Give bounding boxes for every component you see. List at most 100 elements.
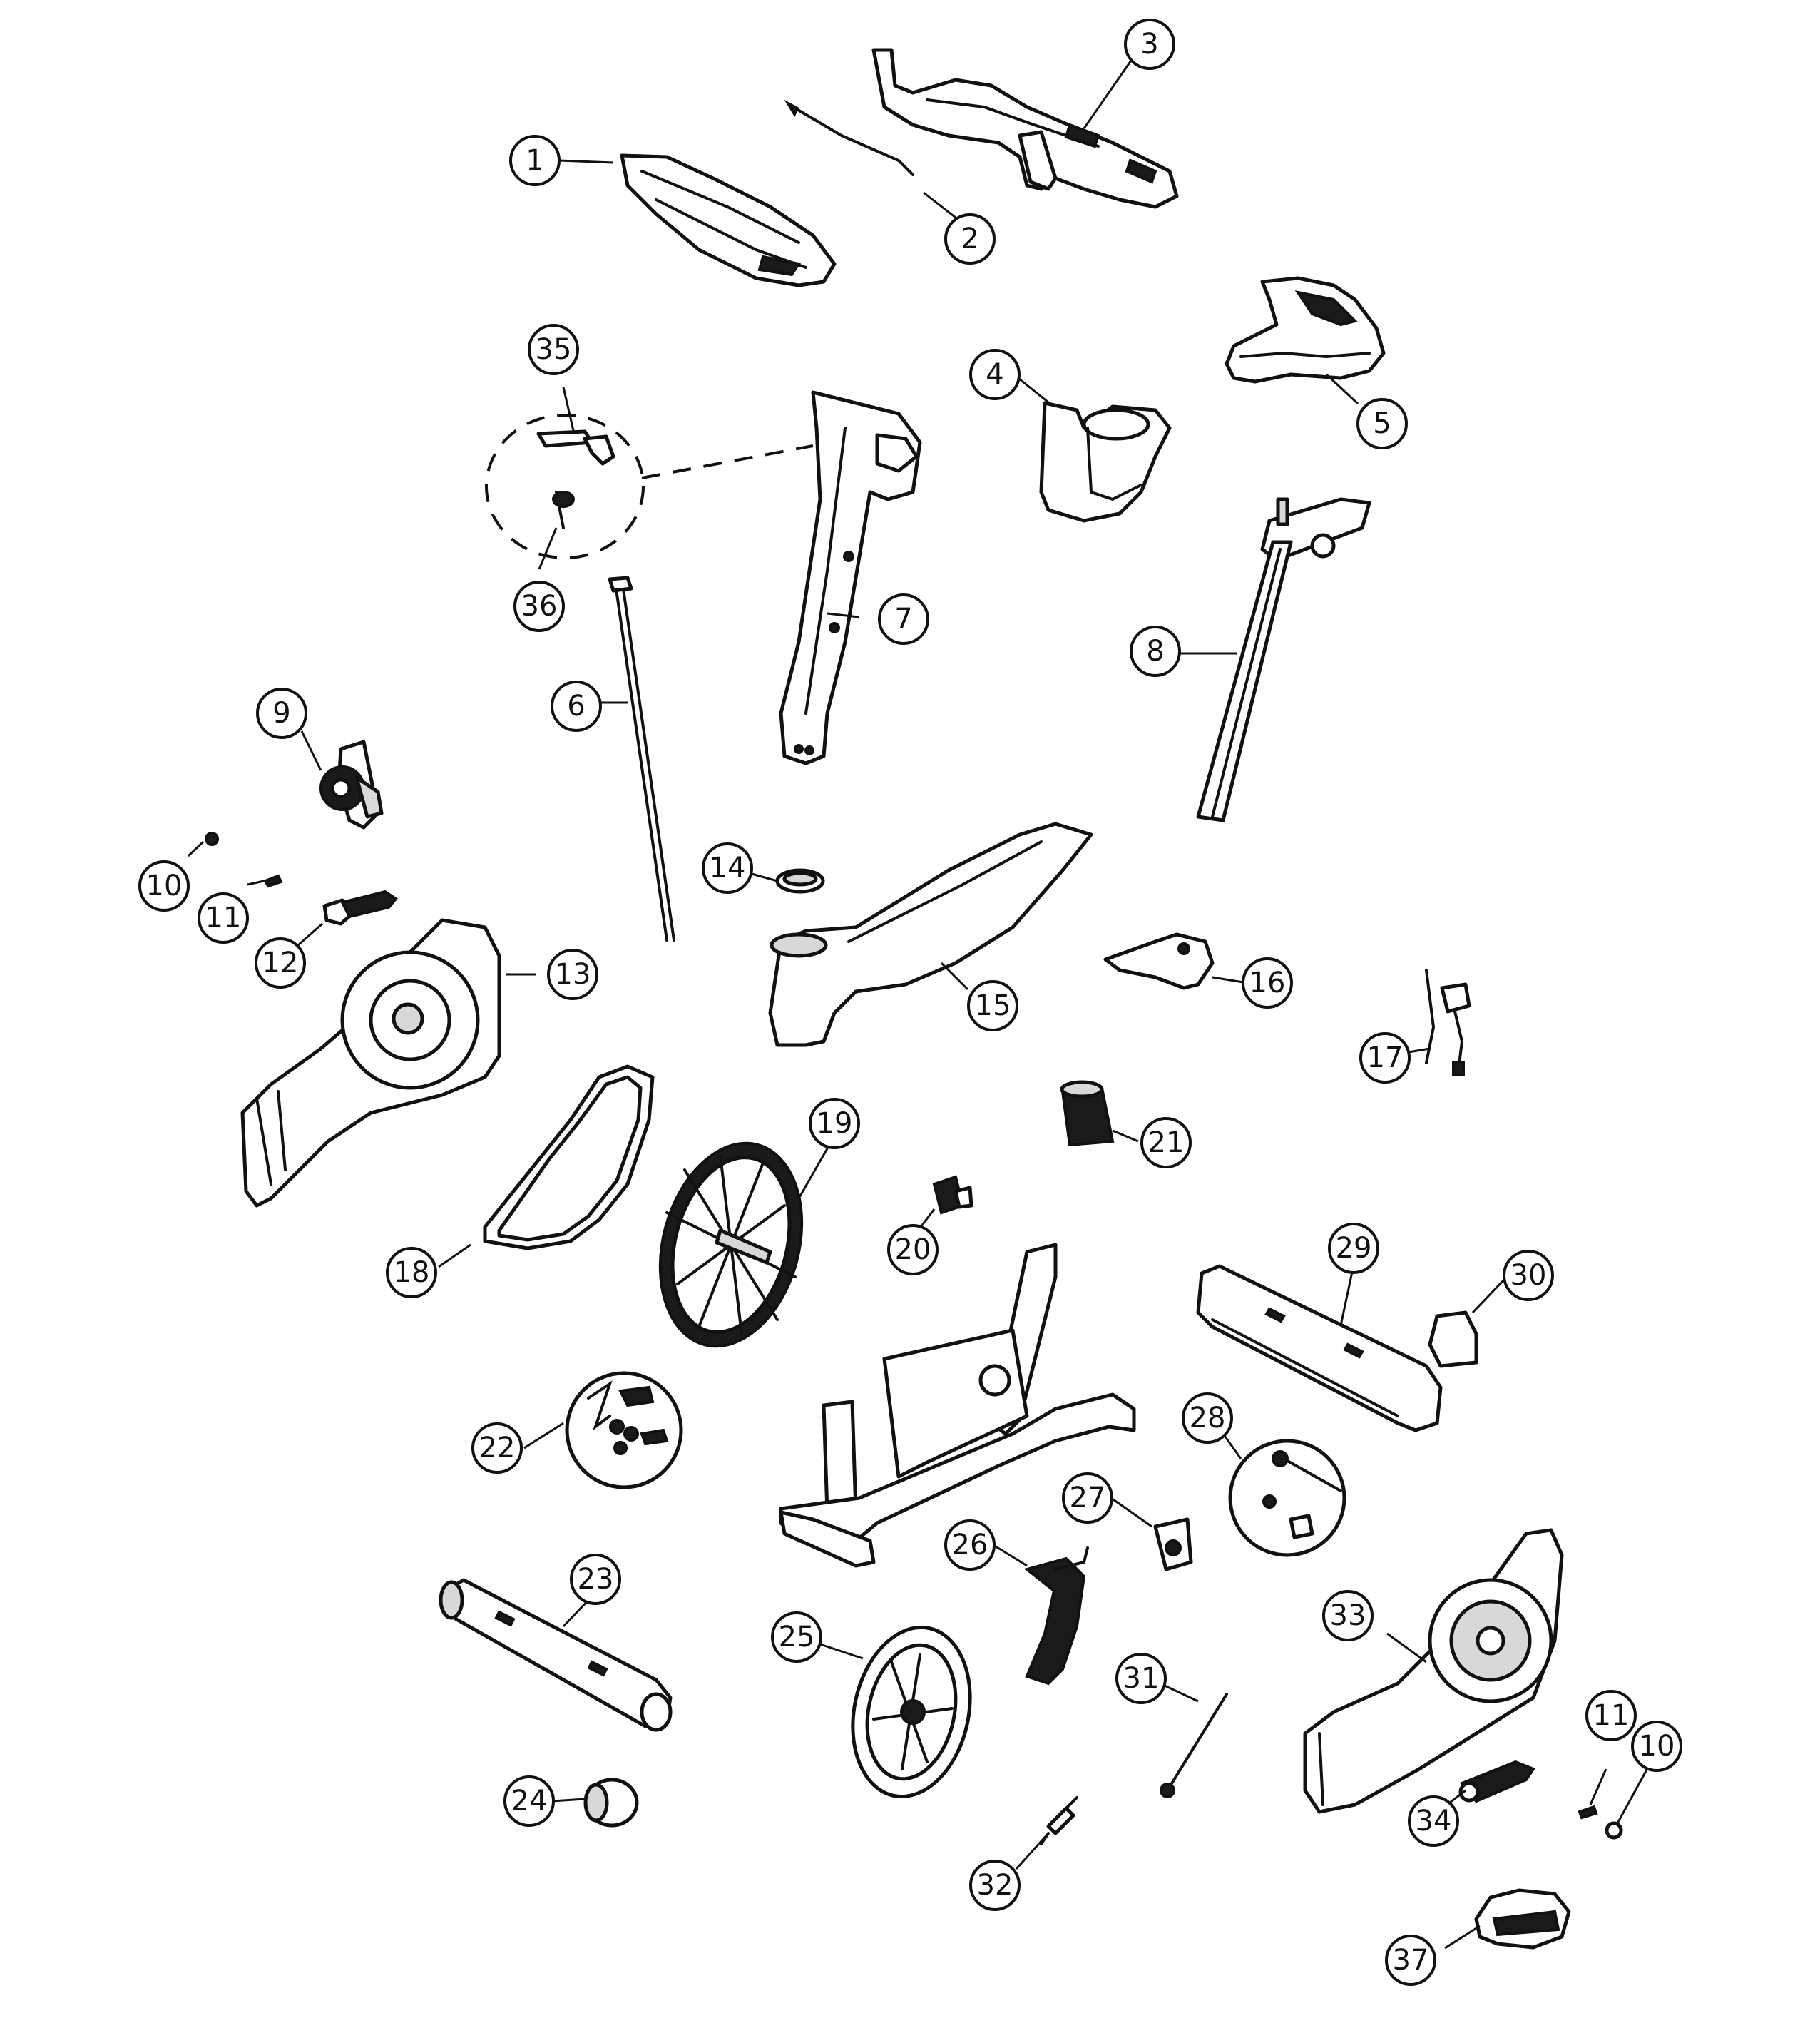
callout-14: 14 [702,842,753,894]
callout-7: 7 [878,593,929,645]
callout-18: 18 [386,1247,437,1298]
callout-35: 35 [528,324,579,375]
callout-20: 20 [887,1224,939,1275]
svg-text:15: 15 [975,989,1011,1022]
part-rear-cover [1103,932,1215,990]
svg-text:18: 18 [394,1256,430,1289]
callout-32: 32 [969,1860,1021,1911]
part-flywheel [851,1625,972,1799]
svg-text:3: 3 [1140,28,1158,61]
part-console [620,153,837,287]
callout-31: 31 [1115,1653,1167,1704]
part-washer-left [205,832,219,846]
callout-5: 5 [1356,398,1408,449]
part-handlebar [871,48,1179,209]
part-detail-35-36 [485,414,814,559]
svg-text:17: 17 [1367,1041,1404,1074]
callout-3: 3 [1124,19,1175,70]
part-pedal [1474,1888,1571,1950]
part-hardware-kit-28 [1228,1439,1346,1557]
svg-text:25: 25 [779,1621,815,1653]
callout-9: 9 [256,688,307,739]
callout-6: 6 [551,681,602,732]
part-front-stabilizer [439,1578,673,1732]
callout-28: 28 [1182,1392,1233,1444]
part-crank-left [322,890,398,926]
callout-2: 2 [944,213,996,265]
part-right-shroud [1303,1528,1564,1814]
part-hardware-kit-22 [565,1371,683,1489]
svg-text:29: 29 [1336,1232,1372,1265]
svg-text:32: 32 [977,1869,1013,1902]
callout-12: 12 [255,937,306,989]
callout-8: 8 [1130,626,1181,677]
part-motor [319,740,384,830]
part-cylinder [1060,1080,1115,1147]
part-power-adapter [1425,969,1471,1076]
callout-37: 37 [1385,1935,1436,1986]
svg-text:5: 5 [1373,407,1391,440]
svg-text:11: 11 [1593,1699,1630,1732]
svg-text:37: 37 [1393,1944,1429,1977]
svg-text:12: 12 [262,947,299,979]
svg-text:24: 24 [511,1785,548,1818]
part-axle-rod [1160,1693,1228,1798]
callout-17: 17 [1359,1032,1411,1084]
callout-36: 36 [513,581,565,632]
callout-13: 13 [547,949,598,1000]
part-bolt-right [1578,1805,1598,1820]
svg-text:34: 34 [1416,1805,1452,1838]
part-main-frame [779,1243,1136,1568]
svg-text:9: 9 [272,697,290,730]
svg-text:4: 4 [986,358,1003,391]
part-seat-post [1196,497,1371,822]
svg-text:11: 11 [205,902,242,934]
svg-text:19: 19 [817,1107,853,1140]
svg-text:20: 20 [895,1233,931,1266]
part-washer-right [1605,1821,1623,1840]
callout-30: 30 [1503,1250,1554,1301]
part-bottle-holder [1039,401,1172,523]
part-rear-stabilizer [1196,1264,1443,1432]
part-cable [784,99,914,176]
part-front-upright [779,390,922,765]
callout-25: 25 [771,1611,822,1663]
svg-text:36: 36 [521,590,558,623]
callout-21: 21 [1140,1117,1192,1168]
callout-23: 23 [570,1554,621,1605]
callout-27: 27 [1062,1472,1113,1524]
part-spring [1040,1796,1078,1845]
svg-text:10: 10 [146,870,183,902]
part-frame-cover [768,822,1093,1047]
part-rear-end-cap [1428,1310,1478,1368]
svg-text:28: 28 [1190,1402,1226,1435]
callout-19: 19 [809,1098,860,1149]
part-knob [932,1175,973,1215]
part-left-shroud [240,918,501,1208]
svg-text:27: 27 [1070,1482,1106,1514]
svg-text:16: 16 [1249,967,1286,999]
svg-text:30: 30 [1510,1259,1547,1292]
svg-text:33: 33 [1330,1599,1366,1632]
svg-text:35: 35 [536,333,572,366]
callout-16: 16 [1242,957,1293,1009]
callout-22: 22 [471,1422,523,1474]
leader-lines [187,58,1652,1950]
callout-34: 34 [1408,1795,1459,1847]
part-crank-right [1458,1760,1536,1803]
part-tension-rod [608,576,675,942]
svg-text:7: 7 [894,603,912,636]
callout-24: 24 [503,1775,555,1827]
callout-10-right: 10 [1631,1721,1682,1772]
callout-15: 15 [967,980,1018,1031]
svg-text:31: 31 [1123,1662,1160,1695]
svg-text:23: 23 [578,1563,614,1596]
svg-text:8: 8 [1146,635,1164,668]
svg-text:14: 14 [710,852,746,885]
part-belt [483,1064,655,1250]
callout-26: 26 [944,1519,996,1571]
callout-29: 29 [1328,1223,1379,1274]
part-seat [1225,276,1386,384]
svg-text:21: 21 [1148,1126,1185,1159]
